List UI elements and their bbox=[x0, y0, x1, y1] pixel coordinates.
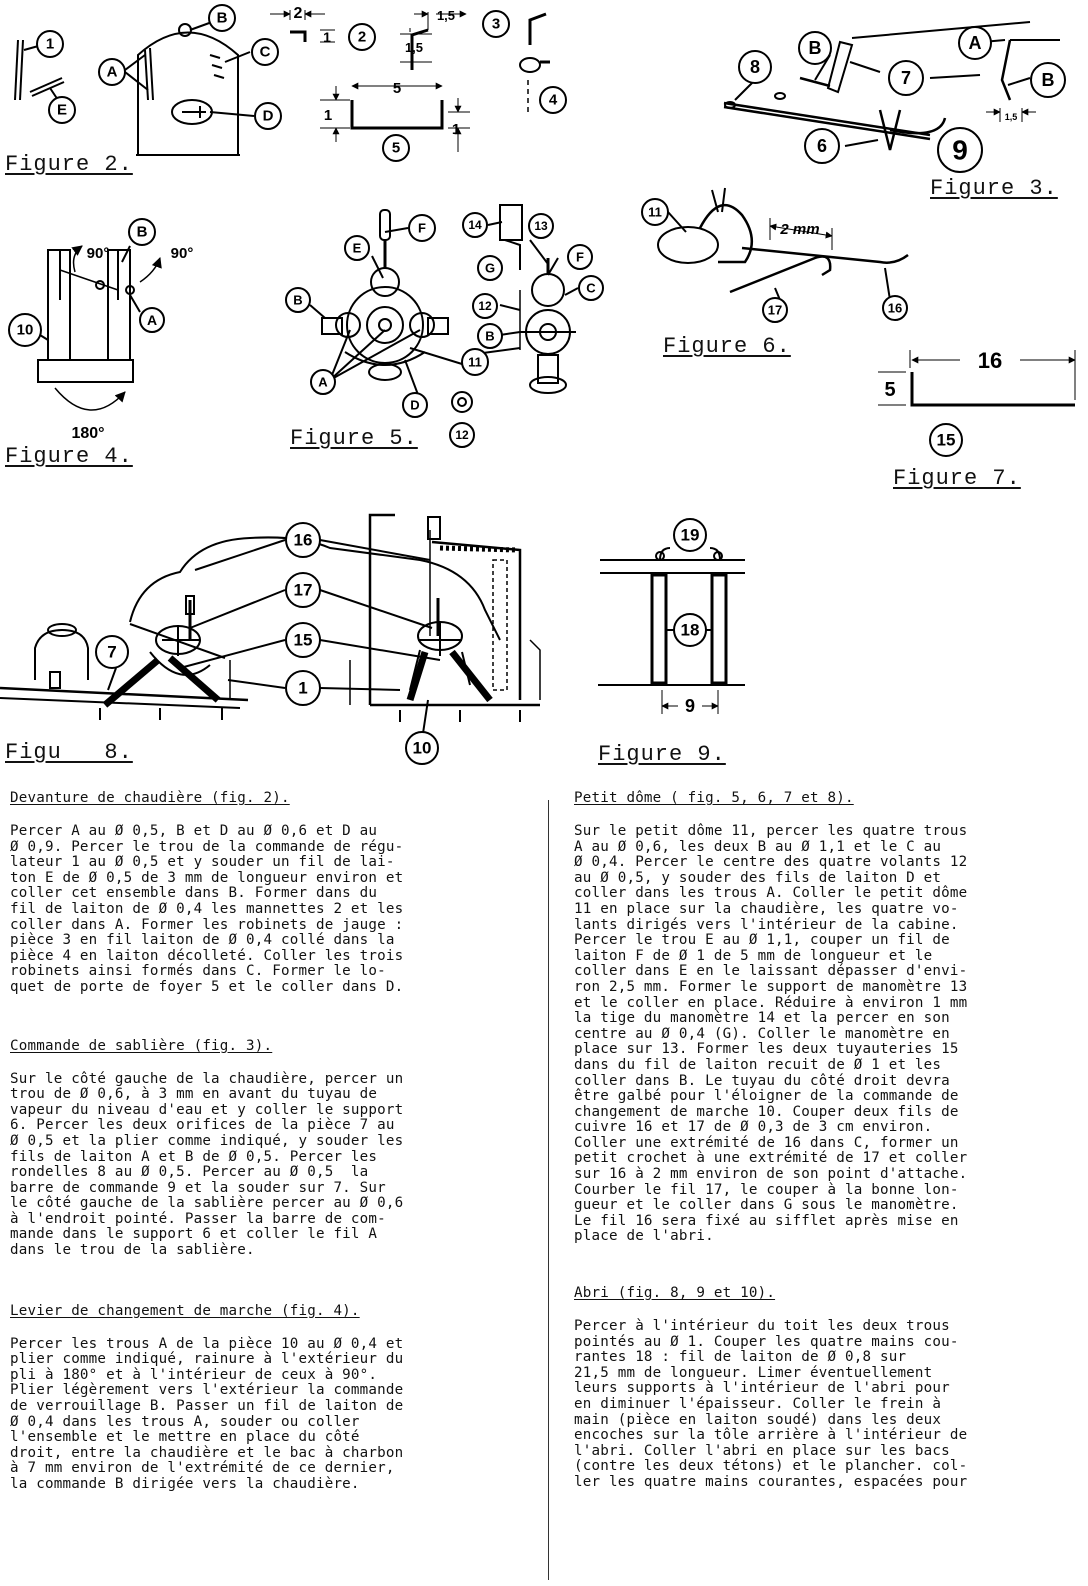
svg-text:E: E bbox=[57, 102, 67, 119]
svg-text:6: 6 bbox=[817, 136, 827, 156]
svg-text:9: 9 bbox=[685, 696, 695, 716]
svg-text:1,5: 1,5 bbox=[405, 40, 423, 55]
section-body-petit-dome: Sur le petit dôme 11, percer les quatre … bbox=[574, 823, 968, 1245]
figure-4-caption: Figure 4. bbox=[5, 444, 133, 469]
svg-text:7: 7 bbox=[901, 68, 911, 88]
section-body-devanture: Percer A au Ø 0,5, B et D au Ø 0,6 et D … bbox=[10, 823, 404, 995]
figure-2-caption: Figure 2. bbox=[5, 152, 133, 177]
svg-text:12: 12 bbox=[455, 428, 469, 442]
section-title-petit-dome: Petit dôme ( fig. 5, 6, 7 et 8). bbox=[574, 790, 854, 806]
figure-8-caption: Figu 8. bbox=[5, 740, 133, 765]
section-title-sabliere: Commande de sablière (fig. 3). bbox=[10, 1037, 273, 1054]
svg-text:4: 4 bbox=[549, 92, 558, 109]
svg-text:A: A bbox=[147, 312, 157, 328]
svg-text:15: 15 bbox=[294, 631, 313, 650]
svg-text:90°: 90° bbox=[171, 245, 194, 262]
svg-text:1: 1 bbox=[46, 36, 54, 53]
svg-text:12: 12 bbox=[478, 299, 492, 313]
figure-8-drawing bbox=[0, 513, 541, 741]
svg-text:B: B bbox=[809, 38, 822, 58]
section-body-sabliere: Sur le côté gauche de la chaudière, perc… bbox=[10, 1070, 404, 1259]
svg-text:A: A bbox=[318, 375, 328, 390]
figure-4-drawing bbox=[37, 245, 162, 411]
svg-text:1: 1 bbox=[452, 121, 460, 138]
figure-9-drawing bbox=[598, 547, 745, 714]
section-title-levier: Levier de changement de marche (fig. 4). bbox=[10, 1302, 360, 1319]
svg-text:1,5: 1,5 bbox=[437, 8, 455, 23]
svg-text:B: B bbox=[217, 10, 228, 27]
svg-text:B: B bbox=[485, 329, 494, 344]
svg-text:8: 8 bbox=[750, 57, 760, 77]
figure-6-caption: Figure 6. bbox=[663, 334, 791, 359]
svg-text:2: 2 bbox=[294, 5, 303, 22]
svg-text:1,5: 1,5 bbox=[1005, 112, 1018, 122]
svg-text:A: A bbox=[969, 33, 982, 53]
left-text-column: Devanture de chaudière (fig. 2). Percer … bbox=[10, 790, 530, 1493]
svg-text:5: 5 bbox=[392, 140, 400, 157]
svg-text:15: 15 bbox=[937, 431, 956, 450]
svg-text:2: 2 bbox=[358, 29, 366, 46]
svg-text:5: 5 bbox=[393, 80, 401, 97]
svg-text:C: C bbox=[260, 44, 271, 61]
svg-text:1: 1 bbox=[323, 29, 331, 45]
svg-text:14: 14 bbox=[468, 218, 482, 232]
svg-text:5: 5 bbox=[884, 379, 895, 401]
svg-text:1: 1 bbox=[298, 679, 307, 698]
svg-text:7: 7 bbox=[107, 643, 116, 662]
figure-7-caption: Figure 7. bbox=[893, 466, 1021, 491]
section-body-abri: Percer à l'intérieur du toit les deux tr… bbox=[574, 1318, 968, 1490]
svg-text:16: 16 bbox=[294, 531, 313, 550]
svg-text:18: 18 bbox=[681, 621, 700, 640]
svg-text:G: G bbox=[485, 261, 495, 276]
dimension-texts: 2 1 1,5 1,5 5 1 1 1,5 90° 90° 180° 2 mm … bbox=[71, 5, 1017, 716]
svg-text:3: 3 bbox=[492, 16, 500, 33]
figure-5-caption: Figure 5. bbox=[290, 426, 418, 451]
svg-text:16: 16 bbox=[978, 348, 1002, 373]
svg-text:10: 10 bbox=[413, 739, 432, 758]
svg-text:19: 19 bbox=[681, 526, 700, 545]
svg-text:D: D bbox=[263, 108, 274, 125]
section-body-levier: Percer les trous A de la pièce 10 au Ø 0… bbox=[10, 1335, 404, 1492]
svg-text:180°: 180° bbox=[71, 425, 104, 442]
section-title-devanture: Devanture de chaudière (fig. 2). bbox=[10, 790, 290, 806]
svg-text:11: 11 bbox=[468, 355, 482, 370]
svg-text:16: 16 bbox=[888, 301, 902, 316]
figure-5-drawing bbox=[309, 204, 579, 413]
svg-text:10: 10 bbox=[17, 322, 34, 339]
svg-text:F: F bbox=[418, 221, 426, 236]
column-divider bbox=[548, 800, 549, 1580]
svg-text:B: B bbox=[293, 293, 302, 308]
figure-9-caption: Figure 9. bbox=[598, 742, 726, 767]
figure-3-caption: Figure 3. bbox=[930, 176, 1058, 201]
svg-text:17: 17 bbox=[768, 303, 782, 318]
svg-text:B: B bbox=[1042, 70, 1055, 90]
figures-area: 1 E A B C D 2 3 4 5 8 B 7 A B 6 9 B A 10… bbox=[0, 4, 1076, 765]
svg-text:17: 17 bbox=[294, 581, 313, 600]
figure-7-drawing bbox=[878, 350, 1076, 407]
figure-3-drawing bbox=[723, 21, 1060, 151]
svg-text:E: E bbox=[353, 241, 362, 256]
svg-text:90°: 90° bbox=[87, 245, 110, 262]
svg-text:1: 1 bbox=[324, 107, 332, 124]
svg-text:9: 9 bbox=[952, 135, 968, 166]
right-text-column: Petit dôme ( fig. 5, 6, 7 et 8). Sur le … bbox=[574, 790, 1084, 1491]
section-title-abri: Abri (fig. 8, 9 et 10). bbox=[574, 1285, 776, 1302]
svg-text:D: D bbox=[410, 398, 419, 413]
label-circles bbox=[8, 4, 1066, 765]
figure-6-drawing bbox=[657, 187, 909, 301]
figure-2-drawing bbox=[14, 10, 550, 156]
svg-text:C: C bbox=[586, 281, 596, 296]
svg-text:A: A bbox=[107, 64, 118, 81]
label-texts: 1 E A B C D 2 3 4 5 8 B 7 A B 6 9 B A 10… bbox=[17, 10, 1055, 758]
svg-text:2 mm: 2 mm bbox=[779, 221, 819, 238]
svg-text:11: 11 bbox=[648, 205, 662, 220]
svg-text:F: F bbox=[576, 250, 584, 265]
svg-text:13: 13 bbox=[534, 219, 548, 233]
svg-text:B: B bbox=[137, 224, 148, 241]
